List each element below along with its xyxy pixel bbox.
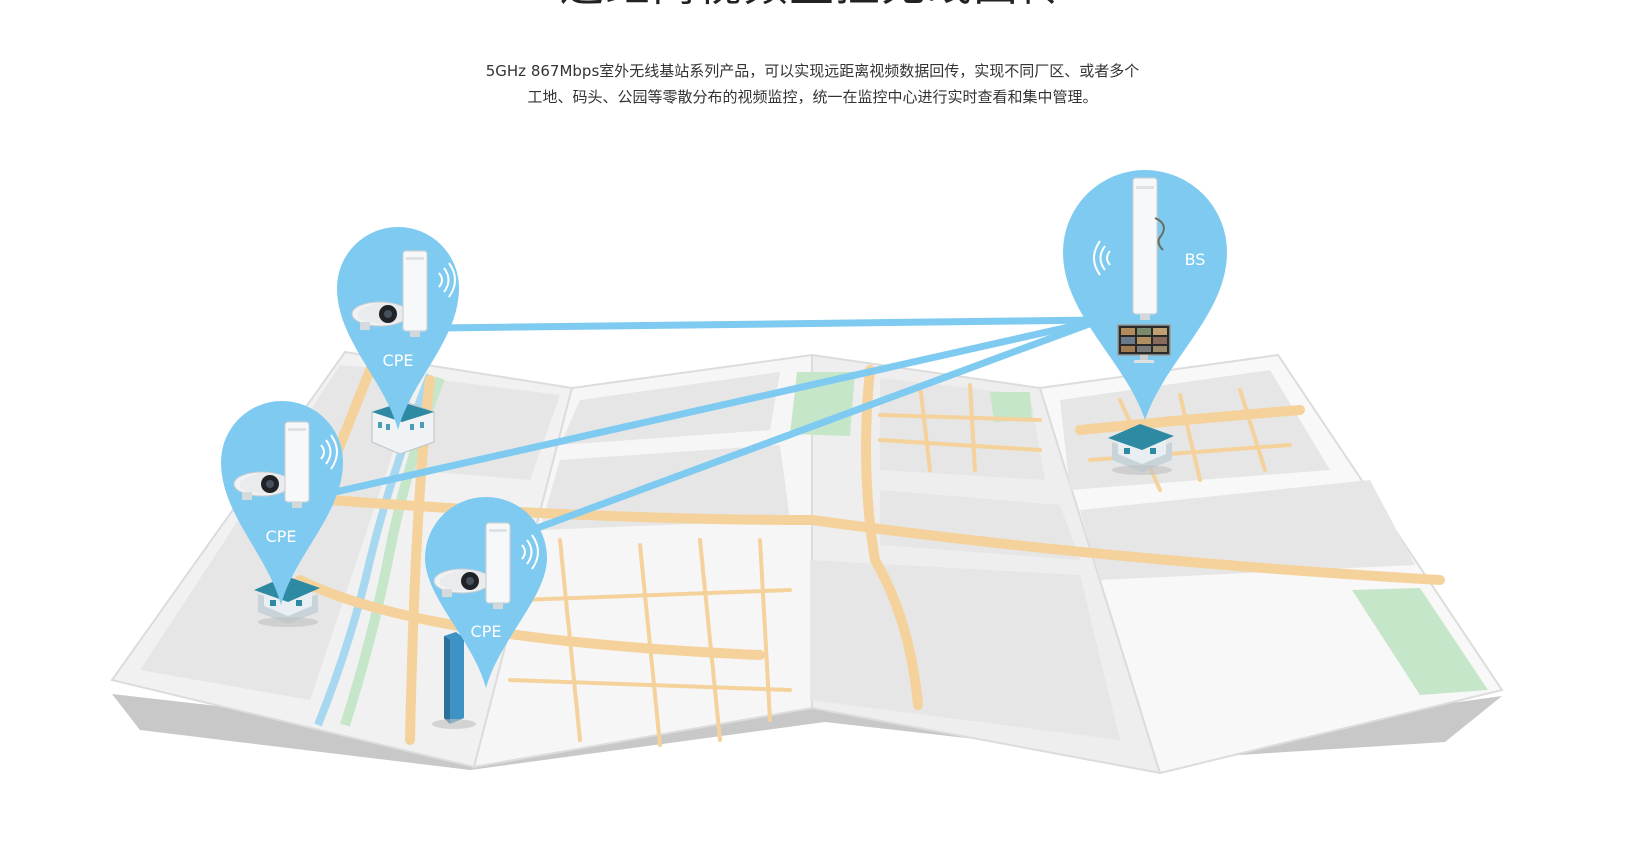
cpe-antenna-icon: [485, 522, 511, 610]
bs-label: BS: [1185, 250, 1206, 269]
cpe-pin-2: CPE: [221, 401, 343, 605]
cpe-label-1: CPE: [383, 351, 414, 370]
cpe-antenna-icon: [284, 421, 310, 509]
page-description: 5GHz 867Mbps室外无线基站系列产品，可以实现远距离视频数据回传，实现不…: [0, 58, 1625, 110]
bs-pin: BS: [1063, 170, 1227, 420]
cpe-antenna-icon: [402, 250, 428, 338]
cpe-pin-1: CPE: [336, 226, 460, 430]
cpe-label-2: CPE: [266, 527, 297, 546]
bs-antenna-icon: [1132, 177, 1165, 320]
description-line-1: 5GHz 867Mbps室外无线基站系列产品，可以实现远距离视频数据回传，实现不…: [485, 62, 1140, 80]
cpe-pin-3: CPE: [425, 497, 547, 688]
skyscraper-icon: [432, 632, 476, 729]
page-title: 远距离视频监控无线回传: [0, 0, 1625, 14]
wireless-links: [318, 316, 1104, 534]
description-line-2: 工地、码头、公园等零散分布的视频监控，统一在监控中心进行实时查看和集中管理。: [527, 88, 1098, 106]
cpe-label-3: CPE: [471, 622, 502, 641]
monitor-icon: [1117, 324, 1171, 363]
